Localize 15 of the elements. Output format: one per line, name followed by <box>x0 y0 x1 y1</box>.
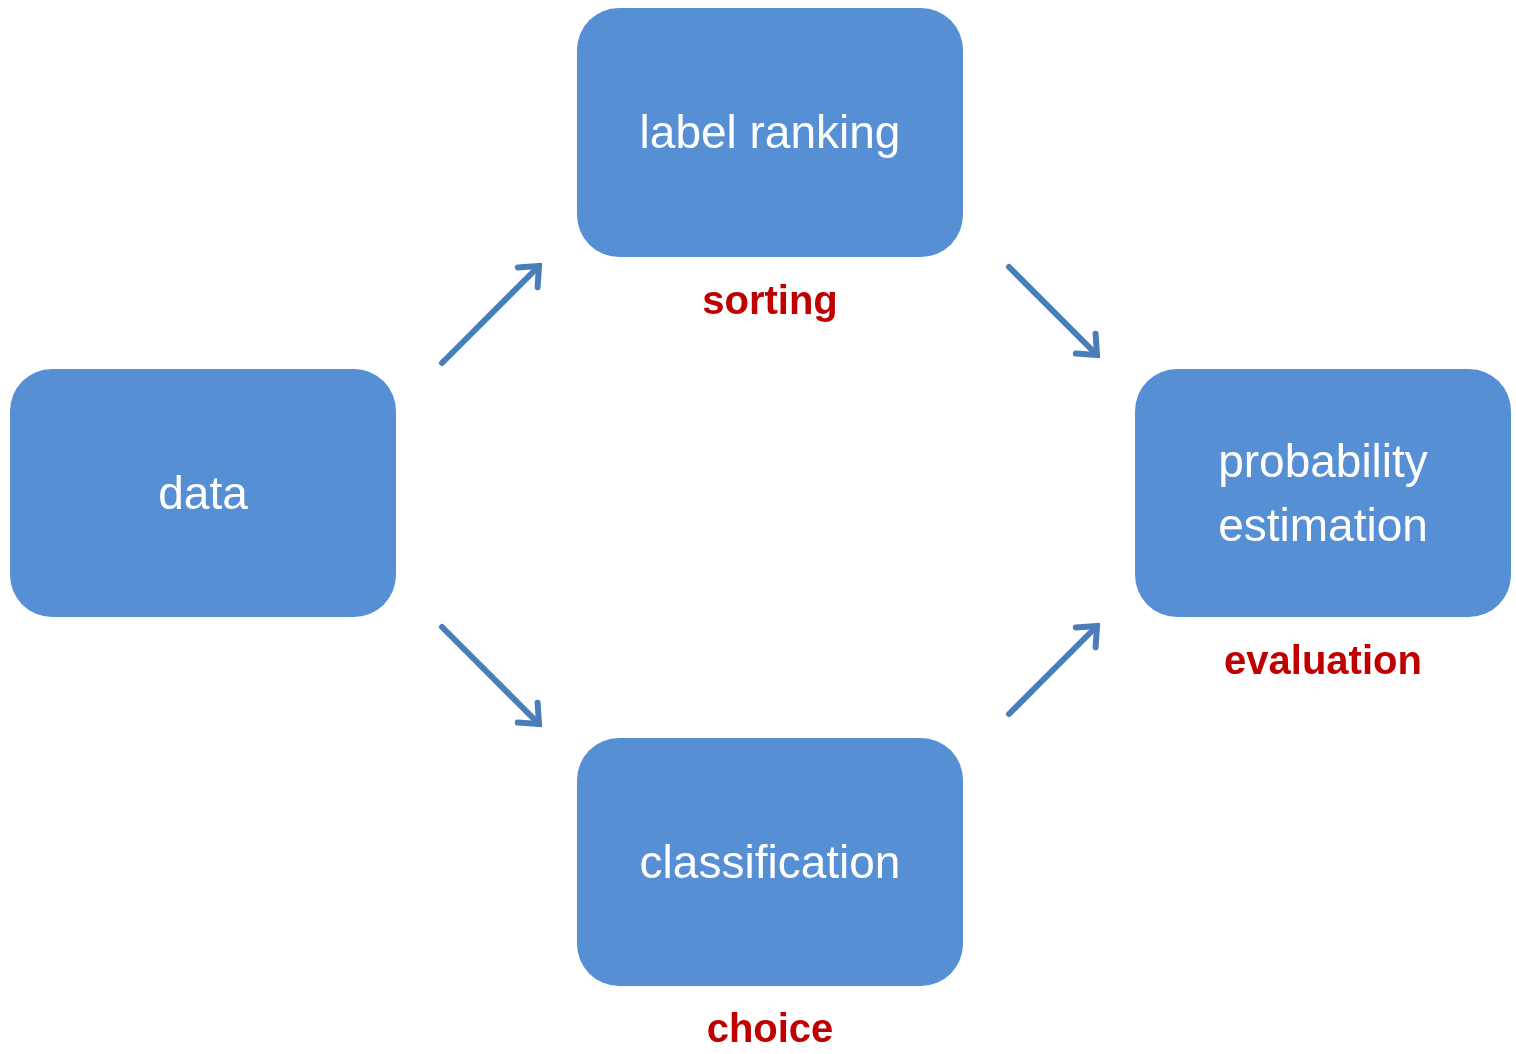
node-caption: sorting <box>702 278 838 323</box>
process-box <box>577 738 963 986</box>
process-box <box>577 8 963 257</box>
node-caption: evaluation <box>1224 638 1422 683</box>
box-label: data <box>158 465 248 521</box>
process-box <box>10 369 396 617</box>
box-label: classification <box>639 834 901 890</box>
box-label: label ranking <box>639 105 901 161</box>
arrow <box>1006 264 1100 358</box>
arrow <box>439 624 542 727</box>
arrow <box>1006 623 1100 717</box>
process-box <box>1135 369 1511 617</box>
node-caption: choice <box>706 1006 834 1051</box>
arrow <box>439 263 542 366</box>
box-label: probability estimation <box>1217 433 1429 553</box>
